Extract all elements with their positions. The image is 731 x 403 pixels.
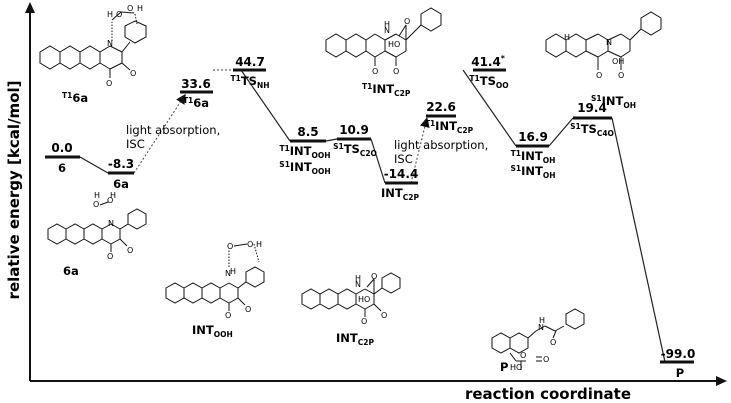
- atom-label: N: [108, 219, 114, 228]
- light-absorption-arrows: [133, 93, 430, 184]
- level-name: T1INTOH: [511, 149, 556, 165]
- level-value: 22.6: [426, 100, 456, 114]
- level-name: 6a: [113, 177, 129, 191]
- atom-label: H: [110, 191, 116, 200]
- structure-int-c2p: [301, 272, 401, 317]
- level-value: 33.6: [181, 77, 211, 91]
- atom-label: N: [355, 280, 361, 289]
- level-name: S1TSC4O: [570, 122, 614, 138]
- atom-label: O: [361, 317, 367, 326]
- atom-label: O: [130, 69, 136, 78]
- atom-label: O: [550, 338, 556, 347]
- level-value: 8.5: [297, 125, 318, 139]
- atom-label: OH: [612, 57, 624, 66]
- atom-label: O: [247, 240, 253, 249]
- atom-label: H: [355, 274, 361, 283]
- atom-label: O: [245, 305, 251, 314]
- level-name: 6: [58, 161, 66, 175]
- structure-label: T1INTC2P: [362, 82, 411, 98]
- light-absorption-note: light absorption,: [394, 138, 488, 152]
- level-value: -8.3: [108, 157, 134, 171]
- isc-note: ISC: [126, 137, 145, 151]
- level-value: 19.4: [577, 101, 607, 115]
- light-absorption-note: light absorption,: [126, 123, 220, 137]
- level-value: 0.0: [51, 141, 72, 155]
- level-name: S1TSC2O: [333, 142, 377, 158]
- structure-6a: [47, 201, 147, 252]
- atom-label: O: [227, 242, 233, 251]
- atom-label: H: [256, 240, 262, 249]
- atom-label: H: [137, 4, 143, 13]
- atom-label: O: [596, 71, 602, 80]
- atom-label: O: [371, 272, 377, 281]
- connectors: [79, 69, 666, 363]
- structure-s1-int-oh: [545, 11, 662, 70]
- structure-t1-6a: [39, 11, 147, 78]
- y-axis-label: relative energy [kcal/mol]: [5, 81, 23, 300]
- x-axis-arrowhead: [716, 376, 727, 386]
- atom-label: O: [520, 351, 526, 360]
- isc-note: ISC: [394, 152, 413, 166]
- atom-label: H: [107, 10, 113, 19]
- atom-label: HO: [388, 40, 400, 49]
- structure-product-p: [491, 308, 585, 370]
- structure-label: P: [500, 360, 508, 374]
- y-axis-arrowhead: [25, 2, 35, 13]
- level-value: -14.4: [384, 167, 419, 181]
- level-bars: [45, 68, 694, 364]
- atom-label: HO: [358, 295, 370, 304]
- atom-label: N: [606, 38, 612, 47]
- atom-label: N: [538, 323, 544, 332]
- level-name: T1INTOOH: [279, 144, 330, 160]
- atom-label: O: [393, 67, 399, 76]
- x-axis-label: reaction coordinate: [465, 385, 631, 403]
- structure-int-ooh: [165, 243, 265, 311]
- level-name: P: [676, 366, 684, 380]
- level-value: 16.9: [518, 130, 548, 144]
- atom-label: O: [127, 246, 133, 255]
- atom-label: O: [107, 252, 113, 261]
- level-value: 41.4*: [471, 54, 505, 69]
- atom-label: O: [106, 79, 112, 88]
- atom-label: O: [116, 10, 122, 19]
- atom-label: O: [372, 67, 378, 76]
- level-name-2: S1INTOH: [510, 164, 555, 180]
- level-labels: 0.0 6 -8.3 6a 33.6 T16a 44.7 T1TSNH 8.5 …: [51, 54, 695, 380]
- atom-label: O: [127, 4, 133, 13]
- level-value: 44.7: [235, 55, 265, 69]
- level-name-2: S1INTOOH: [279, 160, 330, 176]
- level-value: 10.9: [339, 123, 369, 137]
- structure-label: INTOOH: [192, 323, 233, 339]
- atom-label: O: [381, 311, 387, 320]
- atom-label: O: [404, 17, 410, 26]
- level-name: T1TSOO: [469, 74, 508, 90]
- atom-label: N: [107, 39, 113, 48]
- atom-label: N: [225, 269, 231, 278]
- atom-label: H: [564, 33, 570, 42]
- atom-label: O: [543, 355, 549, 364]
- structure-label: S1INTOH: [591, 94, 636, 110]
- atom-label: N: [384, 26, 390, 35]
- atom-label: H: [94, 191, 100, 200]
- atom-label: H: [384, 20, 390, 29]
- atom-label: H: [539, 316, 545, 325]
- atom-label: HO: [510, 363, 522, 372]
- atom-label: O: [618, 71, 624, 80]
- atom-label: O: [225, 311, 231, 320]
- atom-label: O: [107, 196, 113, 205]
- structure-label: 6a: [63, 264, 79, 278]
- level-name: T1INTC2P: [425, 119, 474, 135]
- structure-t1-int-c2p: [325, 7, 442, 66]
- level-name: T1TSNH: [230, 74, 269, 90]
- level-name: T16a: [183, 96, 209, 110]
- structure-label: INTC2P: [336, 331, 374, 347]
- atom-label: O: [93, 200, 99, 209]
- structure-label: T16a: [62, 91, 88, 105]
- level-name: INTC2P: [381, 186, 419, 202]
- atom-label: H: [230, 267, 236, 276]
- level-value: -99.0: [661, 347, 696, 361]
